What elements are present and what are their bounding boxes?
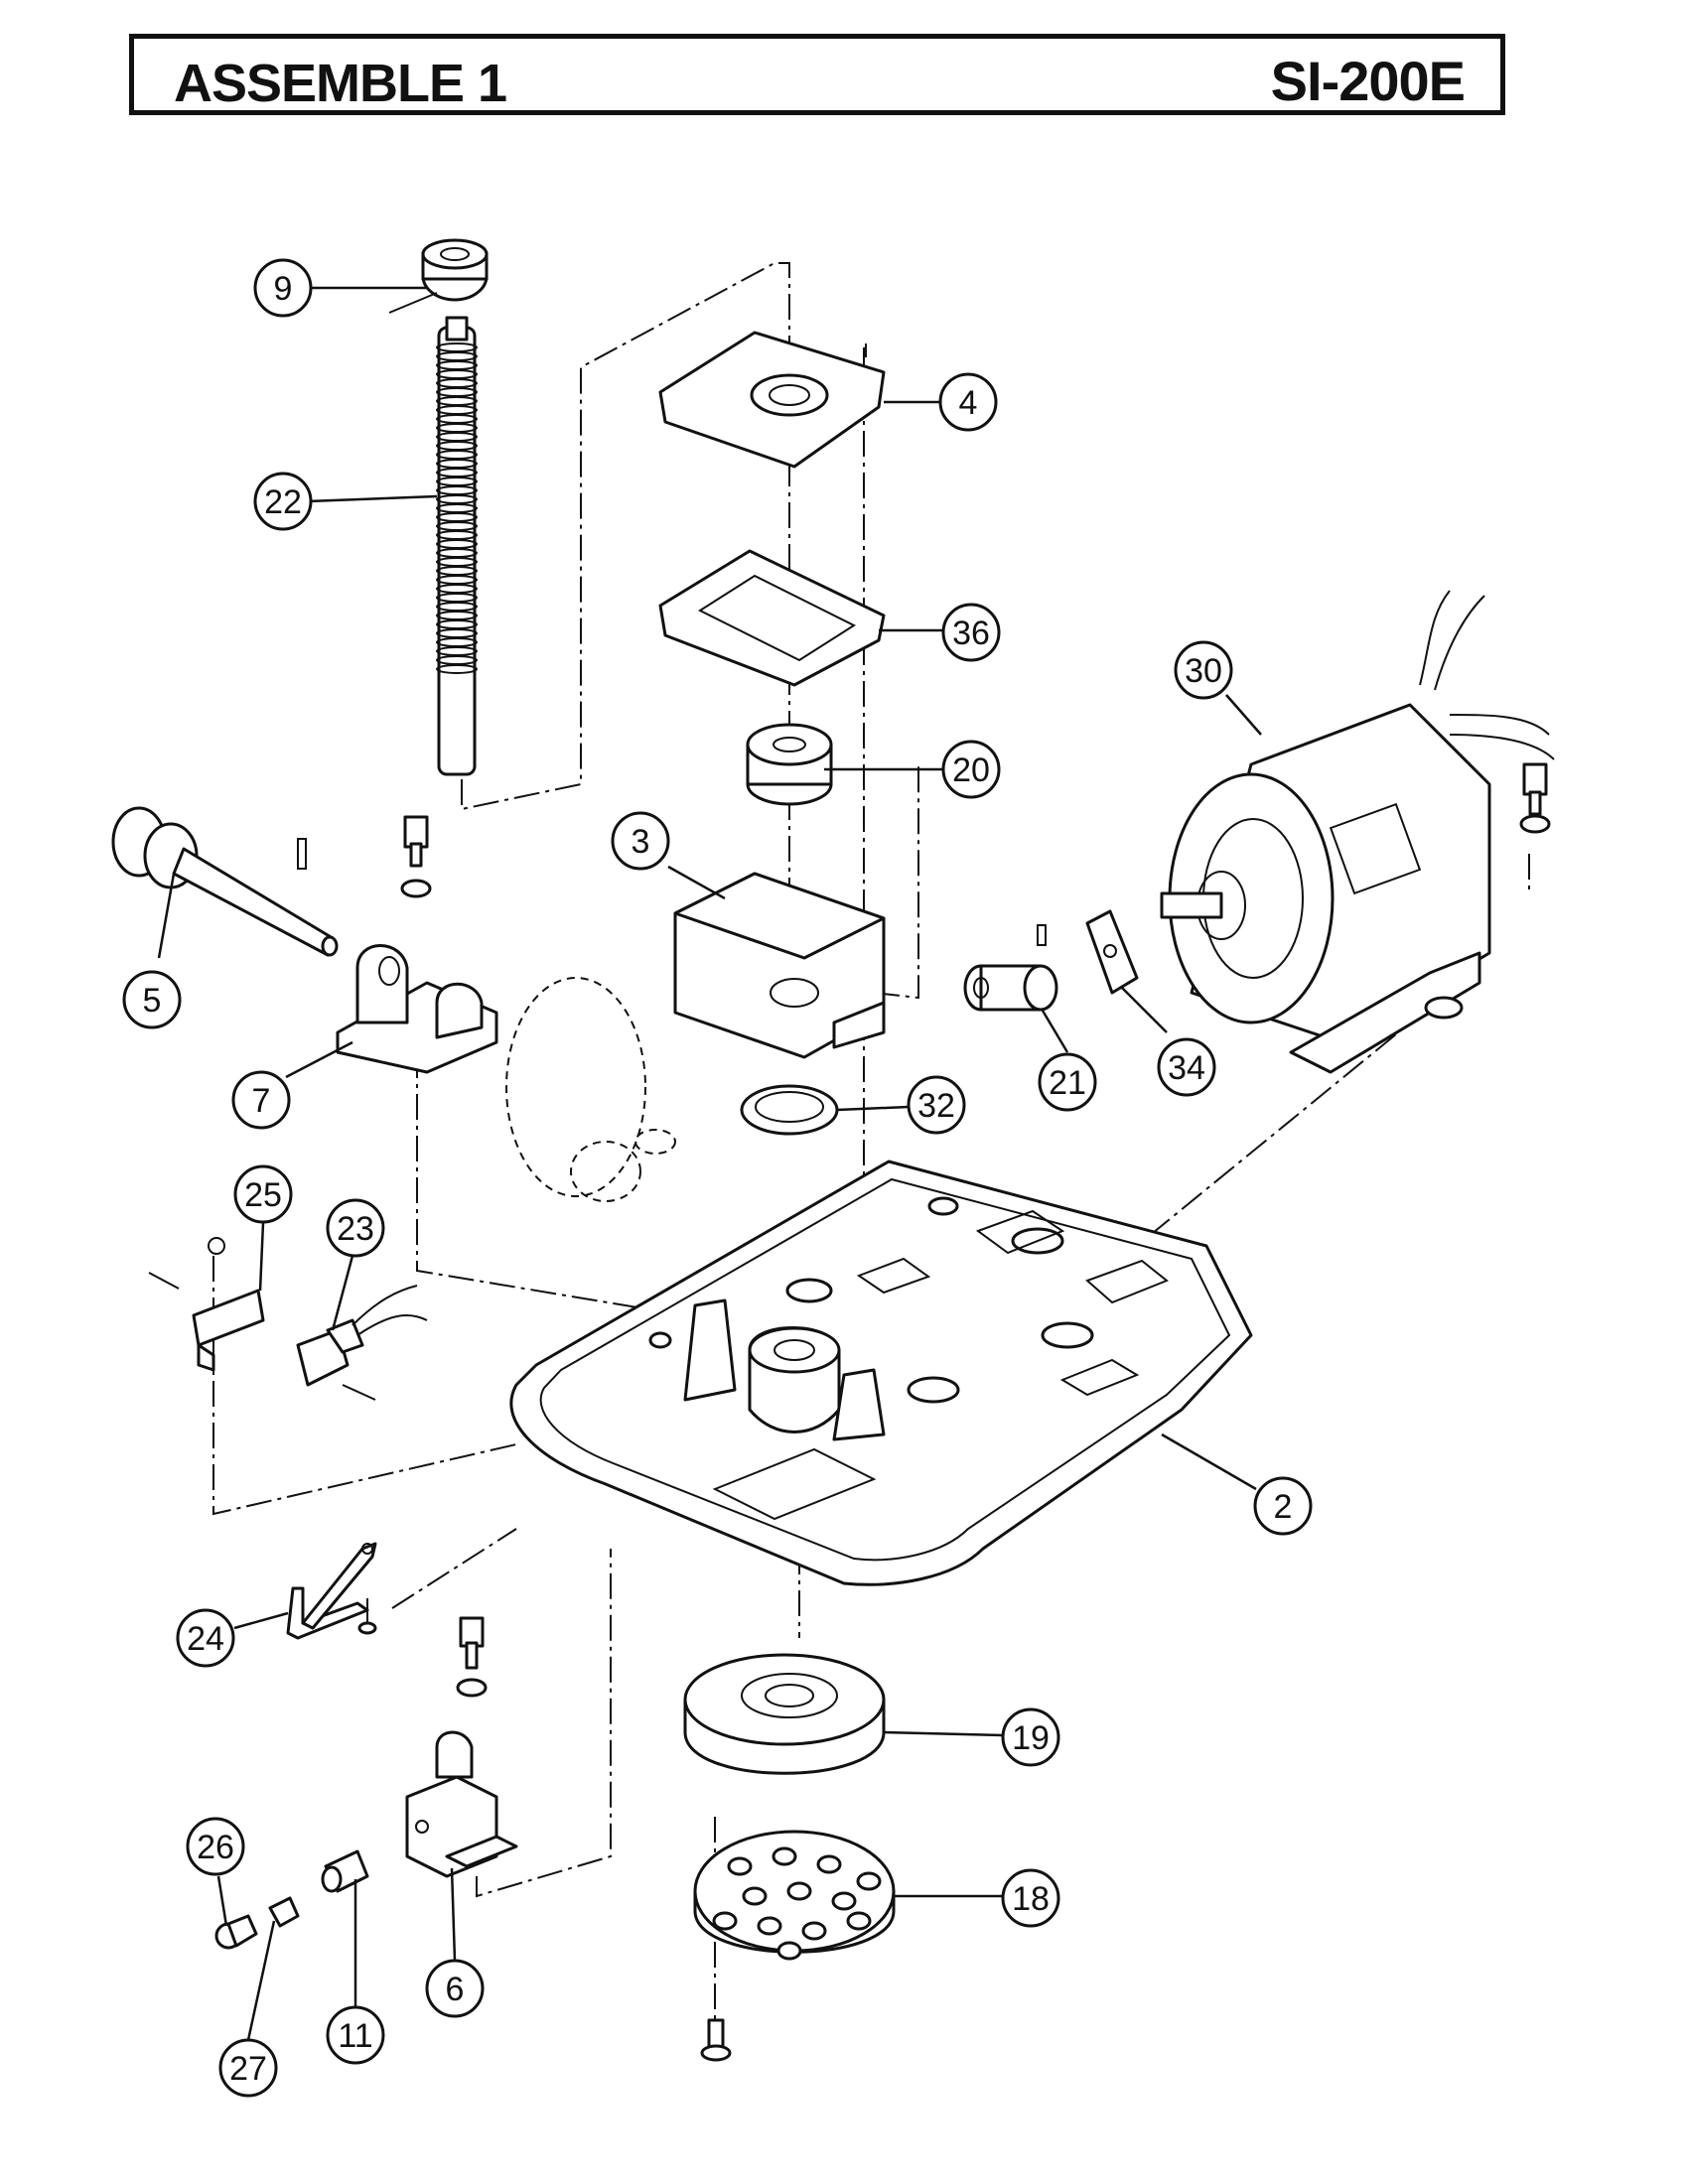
callout-26: 26 <box>186 1817 245 1876</box>
part-34-key-plate <box>1085 909 1139 995</box>
page-title: ASSEMBLE 1 <box>174 54 507 113</box>
wheel-stud <box>772 1846 797 1866</box>
part-3-gear-housing <box>673 872 886 1059</box>
callout-21: 21 <box>1038 1052 1097 1112</box>
part-7-bearing-block <box>336 815 498 1074</box>
callout-number: 6 <box>446 1971 465 2008</box>
part-25-switch-bracket <box>148 1237 265 1372</box>
callout-3: 3 <box>611 811 670 871</box>
title-box: ASSEMBLE 1 SI-200E <box>129 34 1505 115</box>
part-9-cap <box>388 238 489 314</box>
callout-11: 11 <box>326 2005 385 2065</box>
part-2-base-plate <box>509 1160 1253 1586</box>
callout-5: 5 <box>122 970 182 1029</box>
callout-number: 34 <box>1168 1049 1205 1087</box>
wheel-stud <box>856 1871 882 1891</box>
callout-32: 32 <box>907 1075 966 1135</box>
callout-number: 32 <box>917 1087 955 1125</box>
part-6-lower-block <box>405 1616 518 1878</box>
wheel-stud <box>786 1881 812 1901</box>
callout-23: 23 <box>326 1198 385 1258</box>
part-19-pulley <box>683 1653 886 1775</box>
part-20-worm-gear <box>746 723 833 806</box>
callout-22: 22 <box>253 472 313 531</box>
callout-number: 25 <box>244 1176 282 1214</box>
callout-20: 20 <box>941 740 1001 799</box>
part-22-spindle <box>436 316 478 776</box>
part-32-ring-seal <box>740 1084 839 1136</box>
part-11-pin <box>321 1849 369 1893</box>
wheel-stud <box>831 1891 857 1911</box>
callout-6: 6 <box>425 1959 485 2018</box>
callout-4: 4 <box>938 372 998 432</box>
wheel-stud <box>727 1856 753 1876</box>
callout-number: 2 <box>1274 1488 1293 1526</box>
callout-number: 36 <box>952 614 990 652</box>
callout-27: 27 <box>218 2038 278 2098</box>
callout-number: 23 <box>337 1210 374 1248</box>
callout-number: 9 <box>274 270 293 308</box>
part-4-top-plate <box>658 331 886 469</box>
model-number: SI-200E <box>1270 50 1466 112</box>
callout-24: 24 <box>176 1608 235 1668</box>
spring-coil <box>436 664 478 674</box>
callout-number: 11 <box>338 2017 372 2055</box>
callout-number: 26 <box>197 1829 234 1866</box>
callout-19: 19 <box>1001 1707 1060 1767</box>
callout-25: 25 <box>233 1164 293 1224</box>
part-27-spring <box>268 1896 300 1928</box>
callout-number: 24 <box>187 1620 224 1658</box>
part-24-bracket-arm <box>286 1542 377 1640</box>
wheel-stud <box>816 1854 842 1874</box>
callout-number: 19 <box>1012 1719 1050 1757</box>
callout-leaders <box>157 286 1262 2041</box>
part-26-set-screw <box>214 1914 258 1950</box>
callout-30: 30 <box>1174 640 1233 700</box>
callout-36: 36 <box>941 603 1001 662</box>
wheel-stud <box>757 1916 782 1936</box>
wheel-stud <box>742 1886 768 1906</box>
callout-9: 9 <box>253 258 313 318</box>
wheel-stud <box>776 1941 802 1961</box>
callout-number: 3 <box>632 823 650 861</box>
callout-number: 4 <box>959 384 978 422</box>
callout-34: 34 <box>1157 1037 1216 1097</box>
callout-number: 20 <box>952 751 990 789</box>
callout-number: 30 <box>1185 652 1222 690</box>
callout-number: 21 <box>1049 1064 1086 1102</box>
callout-2: 2 <box>1253 1476 1313 1536</box>
dashed-output-gear <box>505 977 676 1202</box>
callout-number: 27 <box>229 2050 267 2088</box>
wheel-stud <box>801 1921 827 1941</box>
callout-number: 18 <box>1012 1880 1050 1918</box>
callout-number: 7 <box>252 1082 271 1120</box>
part-18-stud-wheel <box>693 1830 896 2062</box>
callout-number: 22 <box>264 483 302 521</box>
part-21-coupling <box>963 924 1058 1012</box>
wheel-stud <box>846 1911 872 1931</box>
wheel-stud <box>712 1911 738 1931</box>
callout-7: 7 <box>231 1070 291 1130</box>
part-23-microswitch <box>296 1285 428 1401</box>
part-36-gasket <box>658 549 886 687</box>
assembly-centerlines <box>212 262 1530 2045</box>
part-30-motor <box>1160 590 1555 1074</box>
callout-18: 18 <box>1001 1868 1060 1928</box>
callout-number: 5 <box>143 982 162 1020</box>
part-5-drive-shaft <box>111 806 339 957</box>
